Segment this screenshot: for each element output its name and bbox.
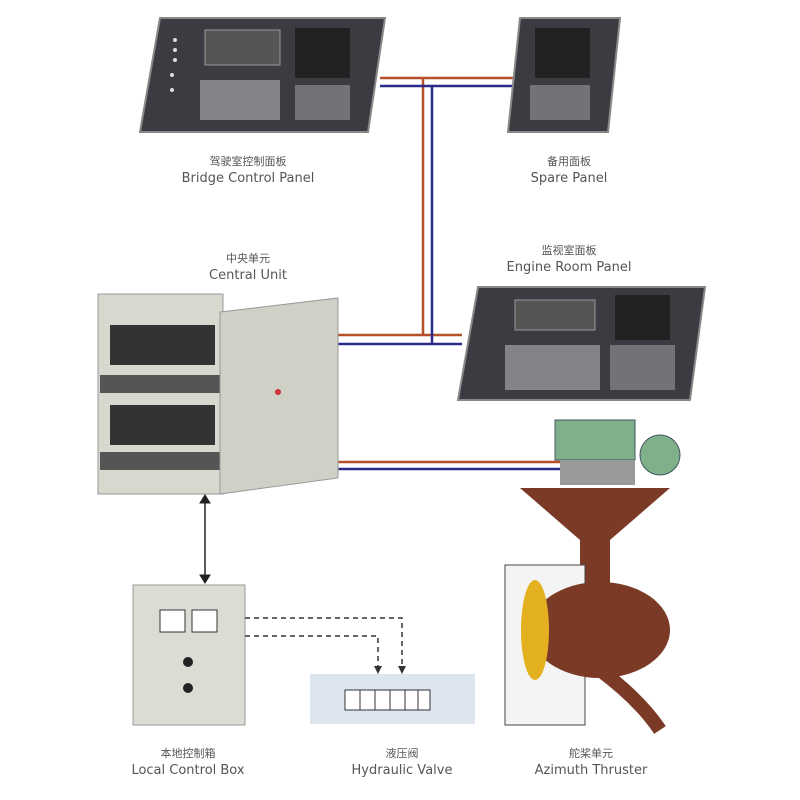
azimuth-thruster — [504, 419, 681, 734]
spare-panel-label: 备用面板 Spare Panel — [459, 153, 679, 187]
hydraulic-valve — [310, 674, 475, 724]
engine-room-panel-label: 监视室面板 Engine Room Panel — [459, 242, 679, 276]
central-unit-label-zh: 中央单元 — [226, 252, 270, 265]
bridge-control-panel — [138, 17, 387, 133]
central-unit-label: 中央单元 Central Unit — [138, 250, 358, 284]
cable-blue — [338, 84, 530, 346]
hydraulic-arrows — [374, 666, 406, 674]
hydraulic-lines — [245, 617, 403, 668]
hydraulic-valve-label-zh: 液压阀 — [385, 747, 419, 760]
engine-room-panel — [456, 286, 707, 401]
bidirectional-arrow — [199, 494, 211, 584]
engine-room-panel-label-zh: 监视室面板 — [541, 244, 597, 257]
central-unit — [97, 293, 339, 495]
cable-network — [338, 76, 560, 471]
local-control-box-label-zh: 本地控制箱 — [160, 747, 216, 760]
azimuth-thruster-label-en: Azimuth Thruster — [534, 763, 648, 778]
spare-panel-label-en: Spare Panel — [530, 171, 608, 186]
local-control-box-label: 本地控制箱 Local Control Box — [78, 745, 298, 779]
central-unit-label-en: Central Unit — [209, 268, 287, 283]
local-control-box — [132, 584, 246, 726]
bridge-panel-label: 驾驶室控制面板 Bridge Control Panel — [138, 153, 358, 187]
hydraulic-valve-label: 液压阀 Hydraulic Valve — [292, 745, 512, 779]
spare-panel-label-zh: 备用面板 — [547, 155, 591, 168]
engine-room-panel-label-en: Engine Room Panel — [506, 260, 632, 275]
bridge-panel-label-en: Bridge Control Panel — [181, 171, 315, 186]
bridge-panel-label-zh: 驾驶室控制面板 — [209, 155, 287, 168]
cable-red — [338, 76, 530, 337]
azimuth-thruster-label: 舵桨单元 Azimuth Thruster — [481, 745, 701, 779]
azimuth-thruster-label-zh: 舵桨单元 — [569, 747, 613, 760]
spare-panel — [506, 17, 622, 133]
hydraulic-valve-label-en: Hydraulic Valve — [351, 763, 453, 778]
local-control-box-label-en: Local Control Box — [131, 763, 245, 778]
